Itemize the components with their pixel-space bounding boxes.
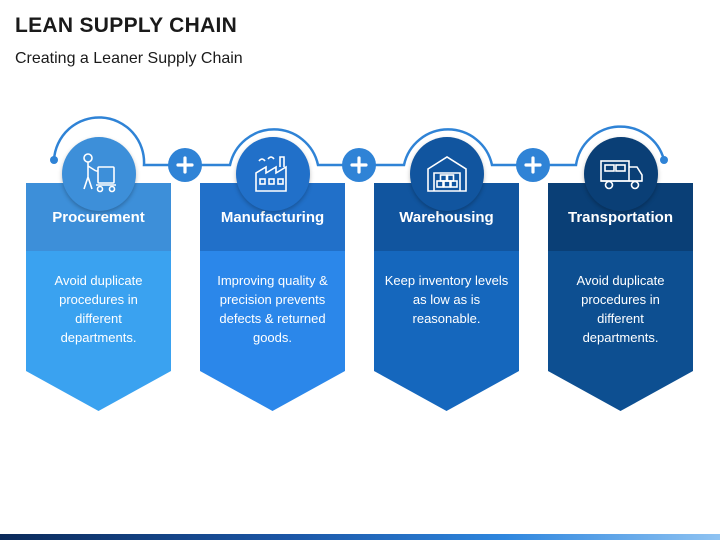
delivery-truck-icon: [600, 160, 643, 190]
connector-endpoint-left: [50, 156, 58, 164]
step-transportation: Transportation Avoid duplicate procedure…: [548, 183, 693, 411]
step-warehousing-icon-circle: [410, 137, 484, 211]
step-procurement-label: Procurement: [52, 208, 145, 226]
step-transportation-icon-circle: [584, 137, 658, 211]
step-procurement-text: Avoid duplicate procedures in different …: [54, 273, 143, 345]
plus-icon: [176, 156, 194, 174]
step-warehousing-body: Keep inventory levels as low as is reaso…: [374, 251, 519, 411]
step-transportation-label: Transportation: [567, 208, 673, 226]
step-procurement: Procurement Avoid duplicate procedures i…: [26, 183, 171, 411]
warehouse-icon: [427, 156, 467, 192]
connector-wave: [52, 116, 666, 167]
bottom-accent-bar: [0, 534, 720, 540]
plus-connector-1: [168, 148, 202, 182]
factory-icon: [255, 156, 287, 192]
plus-connector-3: [516, 148, 550, 182]
plus-icon: [350, 156, 368, 174]
worker-with-cart-icon: [83, 153, 116, 193]
plus-connector-2: [342, 148, 376, 182]
plus-icon: [524, 156, 542, 174]
step-transportation-body: Avoid duplicate procedures in different …: [548, 251, 693, 411]
step-procurement-body: Avoid duplicate procedures in different …: [26, 251, 171, 411]
step-warehousing-label: Warehousing: [399, 208, 494, 226]
step-warehousing: Warehousing Keep inventory levels as low…: [374, 183, 519, 411]
step-transportation-text: Avoid duplicate procedures in different …: [576, 273, 665, 345]
step-manufacturing: Manufacturing Improving quality & precis…: [200, 183, 345, 411]
step-procurement-icon-circle: [62, 137, 136, 211]
step-manufacturing-text: Improving quality & precision prevents d…: [217, 273, 328, 345]
step-manufacturing-body: Improving quality & precision prevents d…: [200, 251, 345, 411]
page-title: LEAN SUPPLY CHAIN: [15, 14, 238, 37]
step-manufacturing-icon-circle: [236, 137, 310, 211]
step-manufacturing-label: Manufacturing: [220, 208, 325, 226]
connector-endpoint-right: [660, 156, 668, 164]
step-warehousing-text: Keep inventory levels as low as is reaso…: [384, 273, 509, 326]
page-subtitle: Creating a Leaner Supply Chain: [15, 50, 243, 67]
